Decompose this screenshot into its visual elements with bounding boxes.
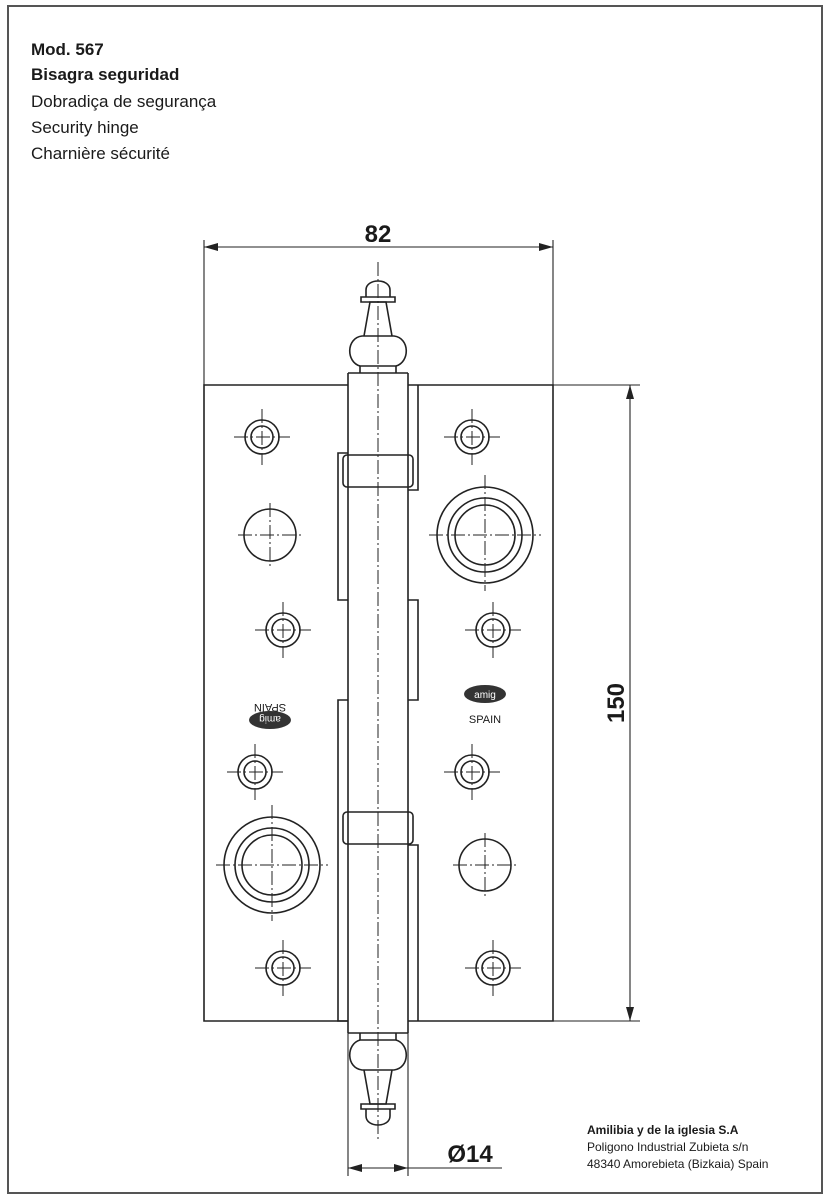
origin-text-right: SPAIN xyxy=(469,714,501,726)
height-label: 150 xyxy=(603,683,630,723)
logo-text-left: amig xyxy=(259,713,281,724)
hinge-pin xyxy=(342,262,414,1140)
logo-text-right: amig xyxy=(474,690,496,701)
company-name: Amilibia y de la iglesia S.A xyxy=(587,1123,739,1137)
width-dimension: 82 xyxy=(203,221,554,385)
model-number: Mod. 567 xyxy=(31,40,104,59)
height-dimension: 150 xyxy=(553,384,640,1022)
title-portuguese: Dobradiça de segurança xyxy=(31,92,217,111)
sheet-border xyxy=(7,5,823,1194)
pin-diameter-label: Ø14 xyxy=(447,1141,493,1168)
marking-left: SPAIN amig xyxy=(249,701,291,729)
company-address-line1: Poligono Industrial Zubieta s/n xyxy=(587,1140,748,1154)
title-spanish: Bisagra seguridad xyxy=(31,65,179,84)
pin-diameter-dimension: Ø14 xyxy=(347,1033,502,1176)
title-english: Security hinge xyxy=(31,118,139,137)
hinge-leaves xyxy=(203,384,554,1022)
width-label: 82 xyxy=(365,221,392,248)
bottom-finial xyxy=(348,1033,408,1126)
logo-left xyxy=(249,711,291,729)
origin-text-left: SPAIN xyxy=(254,701,286,713)
company-address-line2: 48340 Amorebieta (Bizkaia) Spain xyxy=(587,1157,768,1171)
title-french: Charnière sécurité xyxy=(31,144,170,163)
marking-right: amig SPAIN xyxy=(464,685,506,726)
top-finial xyxy=(348,280,408,373)
logo-right xyxy=(464,685,506,703)
